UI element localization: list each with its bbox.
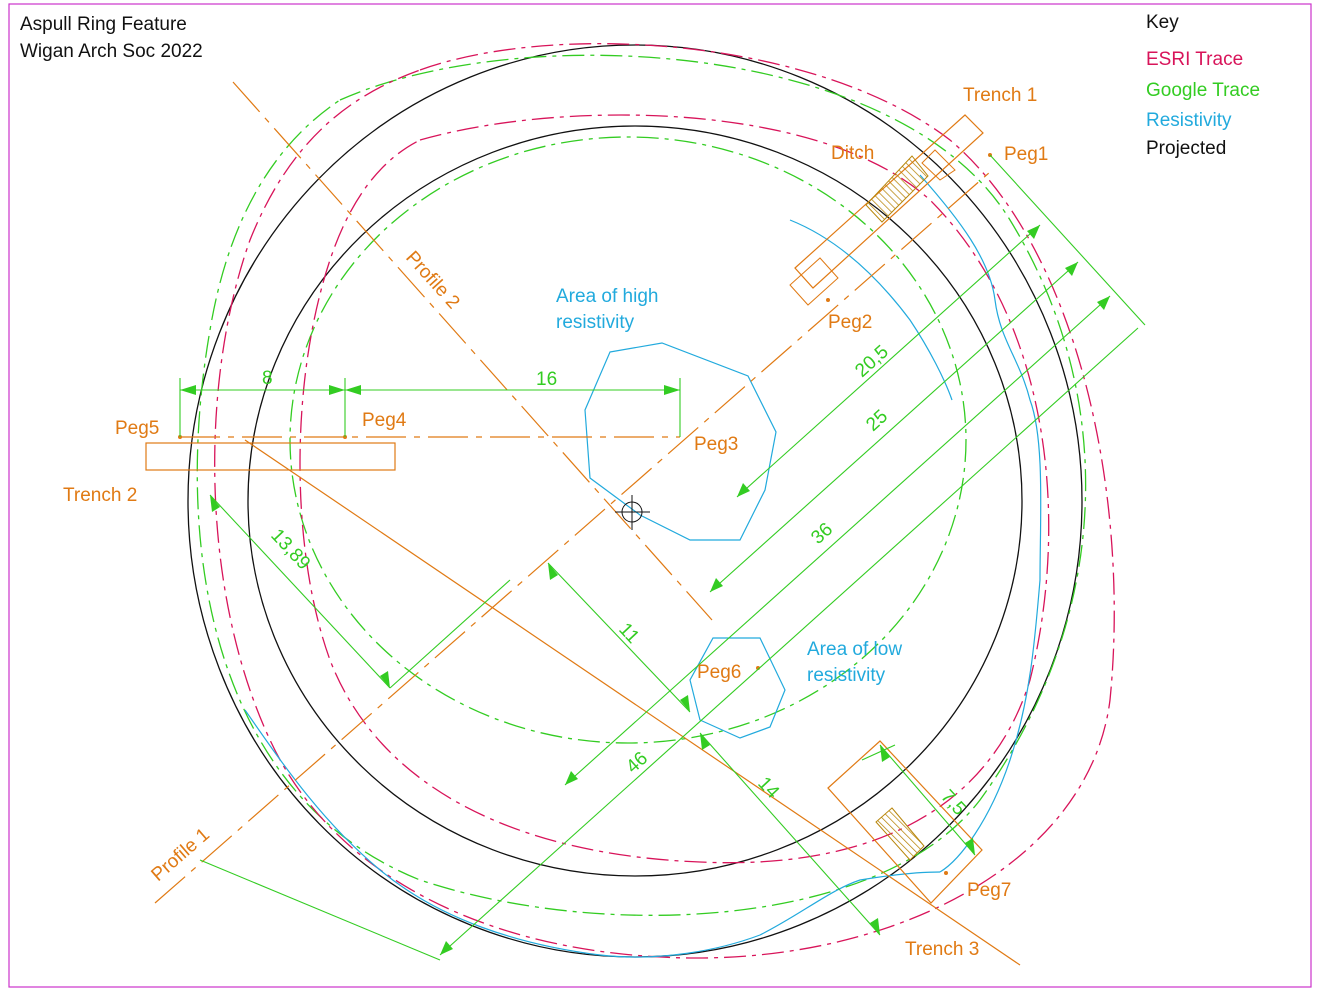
trench-2-outline [145,442,396,471]
peg4-label: Peg4 [362,410,407,431]
google-trace-inner [289,136,967,744]
peg1-label: Peg1 [1004,144,1048,165]
ditch-hatch-1 [865,155,929,223]
trench-3-outline [827,740,983,904]
dimension-46: 46 [622,748,652,778]
resistivity-trace-east [919,174,1042,873]
peg2-marker [826,298,830,302]
resistivity-trace-inner-east [789,219,953,401]
key-esri-trace: ESRI Trace [1146,49,1243,70]
resistivity-trace-south [244,709,941,958]
ditch-label: Ditch [831,143,874,164]
profile-1-label: Profile 1 [148,824,214,886]
low-resistivity-label-line-1: Area of low [807,639,902,660]
google-trace-outer [196,54,1087,916]
peg2-label: Peg2 [828,312,872,333]
dimension-11: 11 [614,619,643,648]
key-google-trace: Google Trace [1146,80,1260,101]
profile-2-line [232,81,713,621]
dimension-8: 8 [262,368,273,389]
low-resistivity-area [689,637,786,739]
trench-1-label: Trench 1 [963,85,1037,106]
key-resistivity: Resistivity [1146,110,1232,131]
high-resistivity-area [584,342,777,541]
esri-trace-outer [214,43,1115,959]
trench-1-step-b [921,149,956,181]
low-resistivity-label-line-2: resistivity [807,665,886,686]
dimension-20-5: 20,5 [851,341,893,381]
key-projected: Projected [1146,138,1226,159]
peg5-label: Peg5 [115,418,159,439]
title-line-2: Wigan Arch Soc 2022 [20,41,203,62]
peg7-label: Peg7 [967,880,1011,901]
projected-inner-circle [247,125,1023,877]
drawing-border [8,3,1312,988]
ditch-hatch-3 [875,807,925,861]
esri-trace-inner [299,114,1050,864]
dimension-25: 25 [862,406,892,436]
peg7-marker [944,871,948,875]
dimension-16: 16 [536,369,557,390]
profile-2-label: Profile 2 [401,247,463,313]
peg6-label: Peg6 [697,662,741,683]
high-resistivity-label-line-2: resistivity [556,312,635,333]
high-resistivity-label-line-1: Area of high [556,286,658,307]
trench-1-step-a [789,257,839,306]
key-heading: Key [1146,12,1179,33]
dimension-lines [179,154,1146,961]
centre-crosshair [615,495,650,530]
dimension-7-5: 7,5 [936,786,969,820]
dimension-arrowheads [180,225,1110,955]
trench-2-label: Trench 2 [63,485,137,506]
peg3-label: Peg3 [694,434,738,455]
trench-3-alignment [244,439,1021,966]
title-line-1: Aspull Ring Feature [20,14,187,35]
trench-3-label: Trench 3 [905,939,979,960]
